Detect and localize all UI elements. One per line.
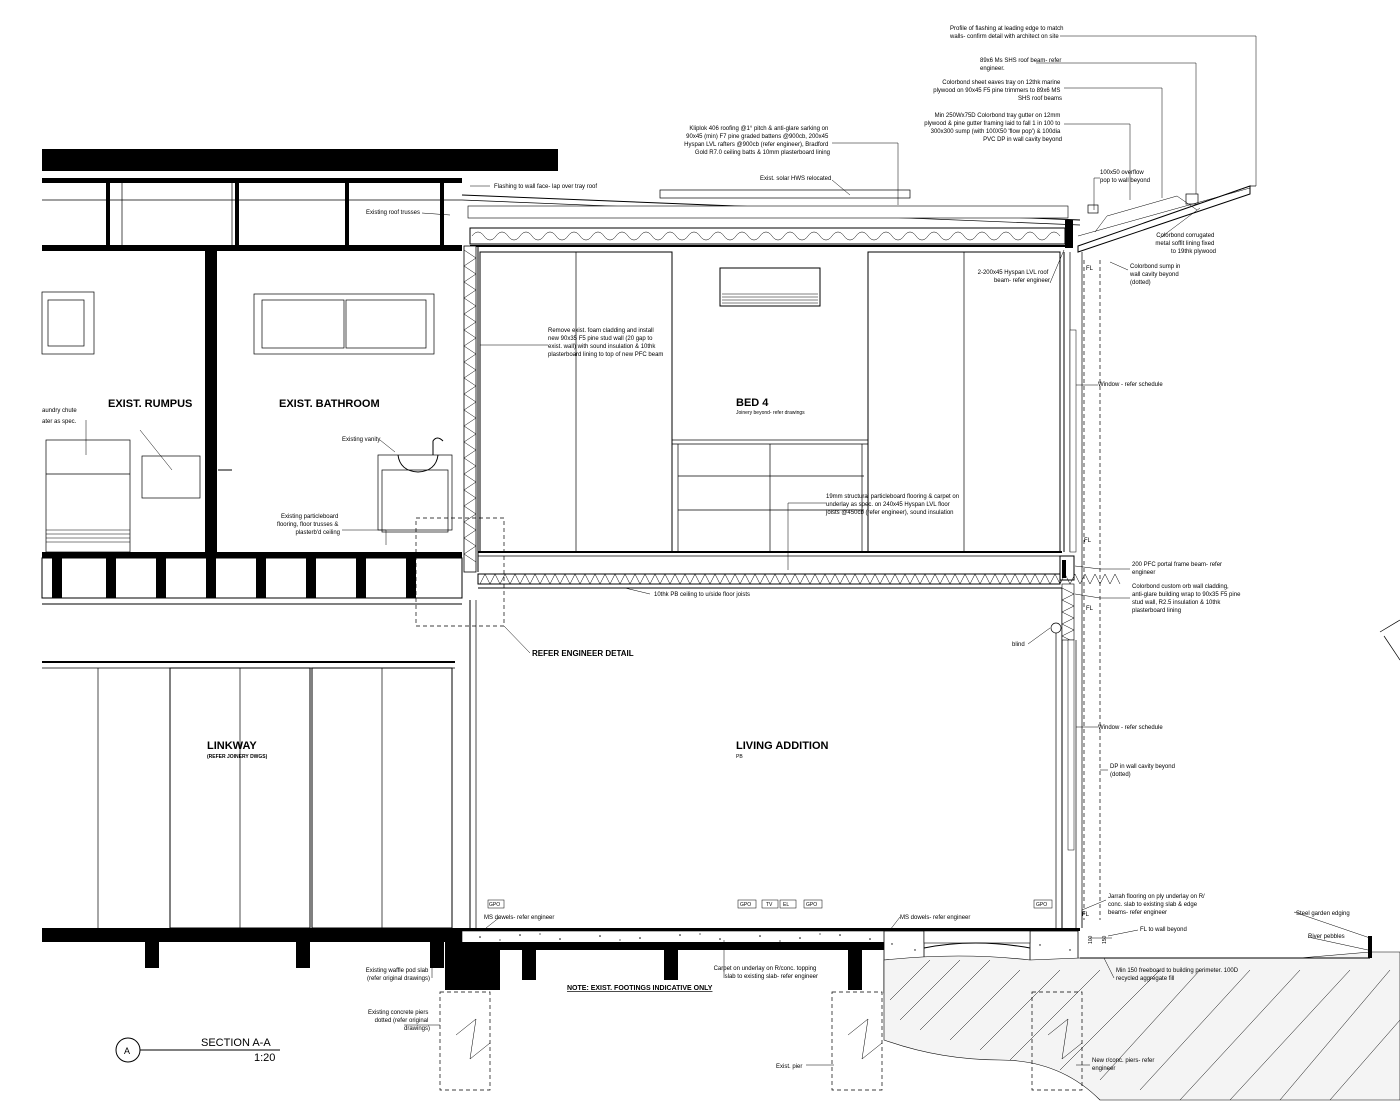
- note-remove-cladding: Remove exist. foam cladding and install …: [548, 328, 663, 358]
- dashed-piers: [415, 260, 1101, 1091]
- note-particleboard: Existing particleboard flooring, floor t…: [277, 514, 340, 536]
- note-sump: Colorbond sump in wall cavity beyond (do…: [1129, 264, 1182, 286]
- note-flashing-profile: Profile of flashing at leading edge to m…: [949, 26, 1065, 40]
- existing-wall: [205, 251, 217, 556]
- note-fl-wall: FL to wall beyond: [1140, 927, 1187, 933]
- tag-fl-2: FL: [1084, 538, 1092, 544]
- note-window-1: Window - refer schedule: [1098, 382, 1163, 388]
- existing-building: [41, 149, 558, 968]
- note-cladding: Colorbond custom orb wall cladding, anti…: [1132, 584, 1242, 614]
- tag-el: EL: [783, 902, 789, 908]
- tag-fl-4: FL: [1082, 912, 1090, 918]
- note-lvl-beam: 2-200x45 Hyspan LVL roof beam- refer eng…: [978, 270, 1050, 284]
- note-eaves-tray: Colorbond sheet eaves tray on 12thk mari…: [933, 80, 1062, 102]
- note-solar: Exist. solar HWS relocated: [760, 176, 831, 182]
- tag-tv: TV: [766, 902, 773, 908]
- note-laundry: aundry chute ater as spec.: [42, 408, 78, 425]
- note-concrete-piers: Existing concrete piers dotted (refer or…: [368, 1010, 430, 1032]
- note-dp-cavity: DP in wall cavity beyond (dotted): [1110, 764, 1177, 778]
- note-exist-pier: Exist. pier: [776, 1064, 802, 1070]
- room-sub-linkway: (REFER JOINERY DWGS): [207, 754, 268, 760]
- note-new-piers: New r/conc. piers- refer engineer: [1092, 1058, 1156, 1072]
- note-overflow: 100x50 overflow pop to wall beyond: [1100, 170, 1150, 184]
- tag-gpo-3: GPO: [806, 902, 817, 908]
- leader-lines: [85, 35, 1371, 1066]
- note-soffit: Colorbond corrugated metal soffit lining…: [1155, 233, 1216, 255]
- room-sub-living: PB: [736, 754, 743, 760]
- room-label-living: LIVING ADDITION: [736, 740, 829, 752]
- existing-ceiling: [42, 245, 462, 251]
- new-addition: [445, 185, 1400, 1101]
- tag-gpo-4: GPO: [1036, 902, 1047, 908]
- note-blind: blind: [1012, 642, 1025, 648]
- tags: [487, 899, 1112, 939]
- tag-gpo-2: GPO: [740, 902, 751, 908]
- note-flooring: 19mm structural particleboard flooring &…: [825, 494, 961, 516]
- note-roofing: Kliplok 406 roofing @1° pitch & anti-gla…: [684, 126, 830, 156]
- note-footings: NOTE: EXIST. FOOTINGS INDICATIVE ONLY: [567, 985, 713, 992]
- tag-fl-3: FL: [1086, 606, 1094, 612]
- note-river-pebbles: River pebbles: [1308, 934, 1345, 940]
- note-window-2: Window - refer schedule: [1098, 725, 1163, 731]
- section-scale: 1:20: [254, 1052, 275, 1064]
- room-label-bed4: BED 4: [736, 397, 769, 409]
- room-sub-bed4: Joinery beyond- refer drawings: [736, 410, 805, 416]
- section-title: SECTION A-A: [201, 1037, 271, 1049]
- note-existing-trusses: Existing roof trusses: [366, 210, 420, 216]
- note-shs-beam: 89x6 Ms SHS roof beam- refer engineer.: [980, 58, 1063, 72]
- room-label-bathroom: EXIST. BATHROOM: [279, 398, 380, 410]
- note-ms-dowels-2: MS dowels- refer engineer: [900, 915, 970, 921]
- tag-dim-100: 100: [1088, 935, 1094, 944]
- room-label-rumpus: EXIST. RUMPUS: [108, 398, 192, 410]
- note-steel-edging: Steel garden edging: [1296, 911, 1350, 917]
- note-refer-engineer: REFER ENGINEER DETAIL: [532, 649, 634, 658]
- title-block: [115, 1037, 280, 1063]
- note-ms-dowels-1: MS dowels- refer engineer: [484, 915, 554, 921]
- room-label-linkway: LINKWAY: [207, 740, 257, 752]
- section-marker-letter: A: [124, 1046, 130, 1056]
- tag-gpo-1: GPO: [489, 902, 500, 908]
- existing-roof: [42, 149, 558, 171]
- note-carpet: Carpet on underlay on R/conc. topping sl…: [714, 966, 818, 980]
- note-vanity: Existing vanity: [342, 437, 380, 443]
- note-flashing-wall: Flashing to wall face- lap over tray roo…: [494, 184, 597, 190]
- note-tray-gutter: Min 250Wx75D Colorbond tray gutter on 12…: [924, 113, 1062, 143]
- note-jarrah: Jarrah flooring on ply underlay on R/ co…: [1108, 894, 1206, 916]
- note-pfc-beam: 200 PFC portal frame beam- refer enginee…: [1132, 562, 1224, 576]
- tag-fl-1: FL: [1086, 266, 1094, 272]
- existing-truss-top: [42, 178, 462, 183]
- annotations: EXIST. RUMPUS EXIST. BATHROOM BED 4 Join…: [42, 26, 1350, 1072]
- note-freeboard: Min 150 freeboard to building perimeter.…: [1116, 968, 1240, 982]
- note-waffle-pod: Existing waffle pod slab (refer original…: [366, 968, 430, 982]
- note-pb-ceiling: 10thk PB ceiling to u/side floor joists: [654, 592, 750, 598]
- tag-dim-150: 150: [1102, 935, 1108, 944]
